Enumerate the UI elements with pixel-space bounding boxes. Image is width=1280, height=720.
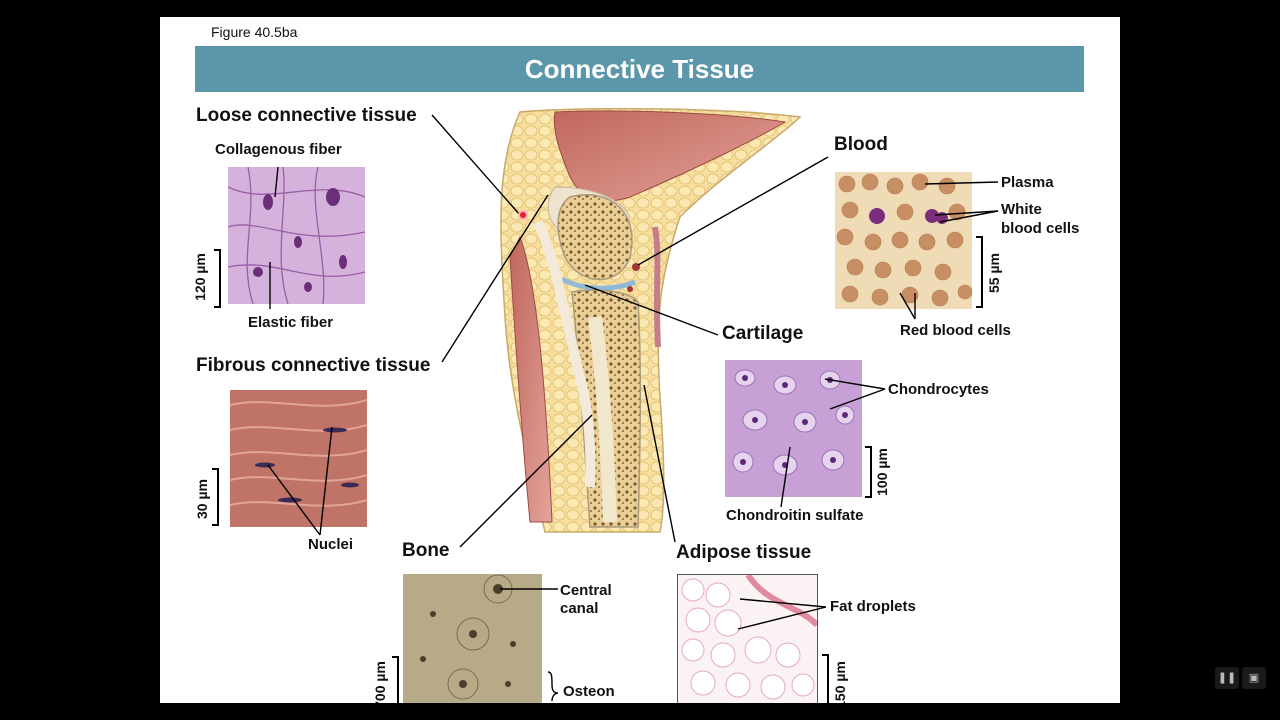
bone-title: Bone bbox=[402, 540, 450, 561]
chondroitin-sulfate-label: Chondroitin sulfate bbox=[726, 507, 864, 524]
chondrocytes-label: Chondrocytes bbox=[888, 381, 989, 398]
central-canal-label-line2: canal bbox=[560, 600, 599, 617]
osteon-label: Osteon bbox=[563, 683, 615, 700]
screen-icon[interactable]: ▣ bbox=[1242, 667, 1266, 689]
fibrous-connective-tissue-title: Fibrous connective tissue bbox=[196, 355, 431, 376]
bone-scale-label: 700 µm bbox=[371, 661, 388, 703]
fat-droplets-label: Fat droplets bbox=[830, 598, 916, 615]
nuclei-label: Nuclei bbox=[308, 536, 354, 553]
bone-micrograph bbox=[403, 574, 542, 703]
white-blood-cells-label-line1: White bbox=[1001, 201, 1042, 218]
blood-title: Blood bbox=[834, 134, 888, 155]
blood-micrograph bbox=[835, 172, 972, 309]
banner-title: Connective Tissue bbox=[195, 46, 1084, 92]
leg-illustration bbox=[500, 107, 802, 533]
loose-connective-tissue-micrograph bbox=[228, 167, 365, 304]
plasma-label: Plasma bbox=[1001, 174, 1054, 191]
leader-lines bbox=[212, 114, 999, 703]
adipose-tissue-micrograph bbox=[677, 574, 818, 703]
slide: Figure 40.5ba Connective Tissue bbox=[160, 17, 1120, 703]
loose-scale-label: 120 µm bbox=[191, 253, 208, 301]
elastic-fiber-label: Elastic fiber bbox=[248, 314, 334, 331]
cartilage-title: Cartilage bbox=[722, 323, 804, 344]
pause-icon[interactable]: ❚❚ bbox=[1215, 667, 1239, 689]
collagenous-fiber-label: Collagenous fiber bbox=[215, 141, 342, 158]
white-blood-cells-label-line2: blood cells bbox=[1001, 220, 1080, 237]
fibrous-scale-label: 30 µm bbox=[193, 479, 210, 519]
central-canal-label-line1: Central bbox=[560, 582, 612, 599]
fibrous-connective-tissue-micrograph bbox=[230, 390, 367, 527]
adipose-scale-label: 150 µm bbox=[831, 661, 848, 703]
adipose-tissue-title: Adipose tissue bbox=[676, 542, 812, 563]
cartilage-scale-label: 100 µm bbox=[873, 448, 890, 496]
cartilage-micrograph bbox=[725, 360, 862, 497]
loose-connective-tissue-title: Loose connective tissue bbox=[196, 105, 417, 126]
red-blood-cells-label: Red blood cells bbox=[900, 322, 1011, 339]
blood-scale-label: 55 µm bbox=[985, 253, 1002, 293]
figure-number: Figure 40.5ba bbox=[211, 24, 298, 40]
